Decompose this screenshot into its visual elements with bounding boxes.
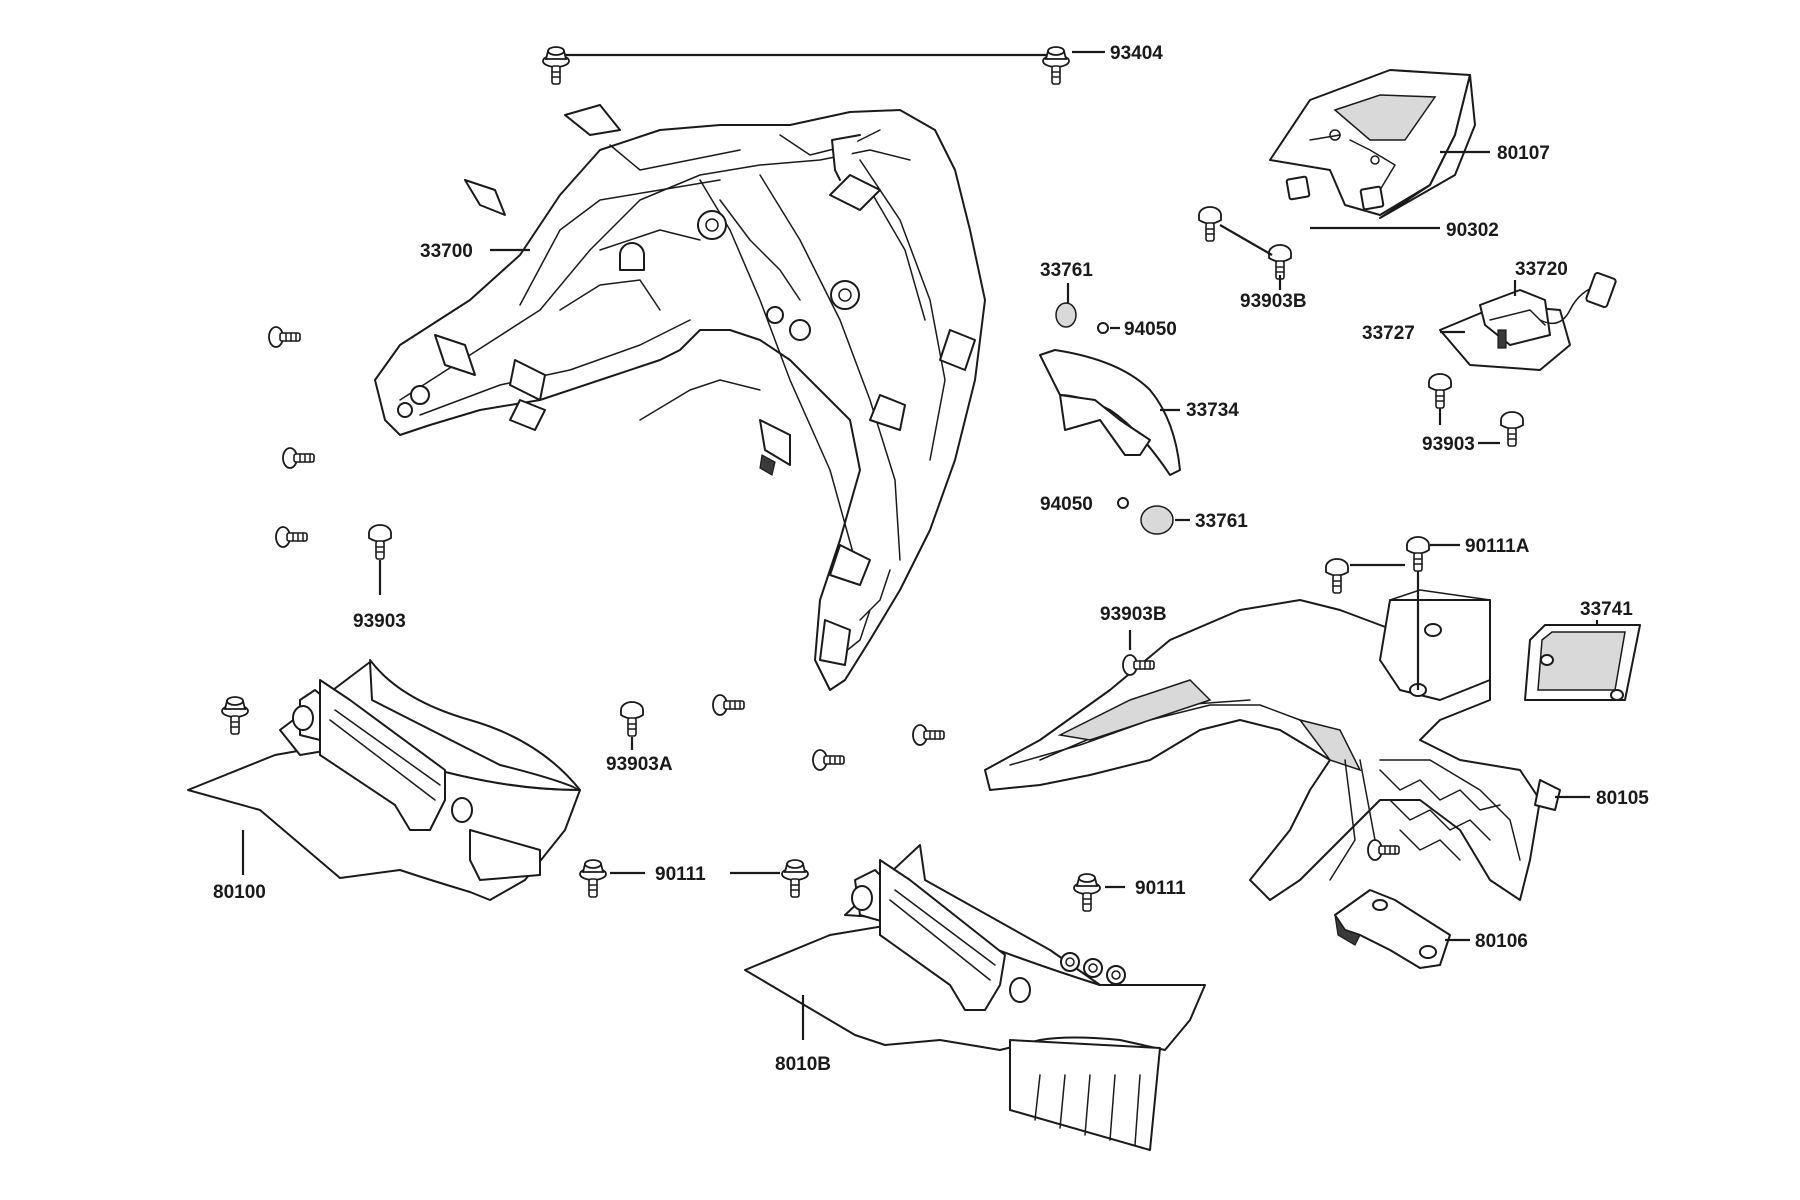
bolt-pair-90111A bbox=[1325, 536, 1460, 594]
screw-group-93903A bbox=[620, 694, 945, 771]
label-80105: 80105 bbox=[1596, 788, 1649, 809]
label-90111A: 90111A bbox=[1465, 536, 1530, 557]
label-93903A: 93903A bbox=[606, 754, 673, 775]
label-94050-top: 94050 bbox=[1124, 319, 1177, 340]
label-33741: 33741 bbox=[1580, 599, 1633, 620]
screw-pair-93903-right bbox=[1428, 373, 1524, 447]
label-93903B-mid: 93903B bbox=[1100, 604, 1167, 625]
screw-93903B-mid bbox=[1122, 630, 1155, 676]
switch-bracket-33727 bbox=[1439, 271, 1617, 371]
label-90302: 90302 bbox=[1446, 220, 1499, 241]
inner-fender-80100 bbox=[187, 659, 581, 901]
screw-group-93903-left bbox=[268, 326, 392, 595]
label-90111-left: 90111 bbox=[655, 864, 706, 885]
label-33734: 33734 bbox=[1186, 400, 1239, 421]
seat-cowl-80107 bbox=[1269, 69, 1490, 230]
bolt-pair-93404 bbox=[542, 46, 1105, 85]
reflector-33741 bbox=[1524, 620, 1641, 701]
bracket-80106 bbox=[1334, 889, 1470, 969]
inner-fender-8010B bbox=[744, 844, 1206, 1151]
reflector-group-33734: 33761 94050 33734 94050 33761 bbox=[1039, 260, 1248, 535]
bolt-pair-90111 bbox=[579, 859, 1125, 912]
label-33761-top: 33761 bbox=[1040, 260, 1093, 281]
screw-80105-lower bbox=[1367, 839, 1400, 861]
label-93404: 93404 bbox=[1110, 43, 1163, 64]
label-93903B-top: 93903B bbox=[1240, 291, 1307, 312]
label-33727: 33727 bbox=[1362, 323, 1415, 344]
label-93903-left: 93903 bbox=[353, 611, 406, 632]
label-94050-bottom: 94050 bbox=[1040, 494, 1093, 515]
label-33720: 33720 bbox=[1515, 259, 1568, 280]
label-8010B: 8010B bbox=[775, 1054, 831, 1075]
screw-pair-93903B-top bbox=[1198, 206, 1292, 290]
label-90111-right: 90111 bbox=[1135, 878, 1186, 899]
label-80100: 80100 bbox=[213, 882, 266, 903]
label-33761-bottom: 33761 bbox=[1195, 511, 1248, 532]
rear-undertray-33700 bbox=[374, 104, 986, 691]
label-80106: 80106 bbox=[1475, 931, 1528, 952]
label-80107: 80107 bbox=[1497, 143, 1550, 164]
label-93903-right: 93903 bbox=[1422, 434, 1475, 455]
label-33700: 33700 bbox=[420, 241, 473, 262]
rear-fender-80105 bbox=[984, 570, 1590, 901]
